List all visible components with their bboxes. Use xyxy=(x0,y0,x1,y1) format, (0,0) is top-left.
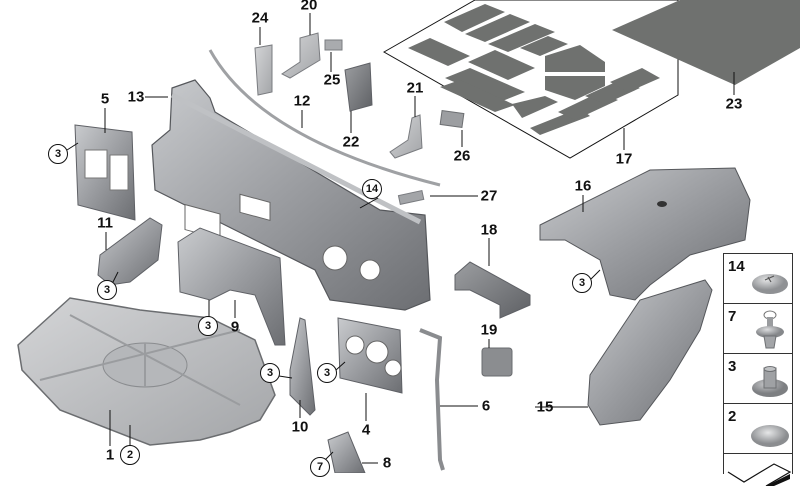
callout-4[interactable]: 4 xyxy=(361,421,371,439)
callout-18[interactable]: 18 xyxy=(480,221,498,239)
callout-13[interactable]: 13 xyxy=(127,88,145,106)
part-12-seal-strip xyxy=(208,49,441,187)
dome-plug-icon xyxy=(751,425,789,447)
callout-5[interactable]: 5 xyxy=(100,90,110,108)
push-rivet-clip-icon xyxy=(756,310,784,349)
callout-12[interactable]: 12 xyxy=(293,92,311,110)
callout-15[interactable]: 15 xyxy=(536,398,554,416)
part-24-block xyxy=(254,44,273,96)
callout-20[interactable]: 20 xyxy=(300,0,318,14)
part-5-side-panel xyxy=(74,124,136,221)
circled-callout-2[interactable]: 2 xyxy=(120,445,140,465)
part-8-bracket xyxy=(327,431,366,473)
part-19-pad xyxy=(481,347,513,377)
circled-callout-3[interactable]: 3 xyxy=(48,144,68,164)
part-18-cover xyxy=(454,261,531,319)
callout-10[interactable]: 10 xyxy=(291,418,309,436)
part-26-pad xyxy=(439,109,465,129)
legend-number: 7 xyxy=(728,308,737,325)
part-16-tunnel-shield xyxy=(539,167,751,301)
circled-callout-3[interactable]: 3 xyxy=(572,273,592,293)
callout-19[interactable]: 19 xyxy=(480,321,498,339)
part-23-insulation-mat xyxy=(612,0,800,85)
callout-8[interactable]: 8 xyxy=(382,454,392,472)
legend-item-mat[interactable] xyxy=(724,454,792,503)
flat-head-clip-icon xyxy=(752,274,788,294)
legend-number: 14 xyxy=(728,258,745,275)
callout-22[interactable]: 22 xyxy=(342,133,360,151)
flange-nut-icon xyxy=(752,366,788,397)
callout-9[interactable]: 9 xyxy=(230,318,240,336)
callout-1[interactable]: 1 xyxy=(105,446,115,464)
part-22-block xyxy=(344,62,373,112)
legend-item-3[interactable]: 3 xyxy=(724,354,792,404)
circled-callout-14[interactable]: 14 xyxy=(362,179,382,199)
circled-callout-7[interactable]: 7 xyxy=(310,457,330,477)
circled-callout-3[interactable]: 3 xyxy=(260,363,280,383)
part-9-wheel-arch-panel xyxy=(177,227,286,346)
insulation-mat-icon xyxy=(727,463,792,486)
legend-number: 2 xyxy=(728,408,737,425)
callout-26[interactable]: 26 xyxy=(453,147,471,165)
legend-item-14[interactable]: 14 xyxy=(724,254,792,304)
circled-callout-3[interactable]: 3 xyxy=(97,280,117,300)
part-15-heat-shield xyxy=(587,279,713,426)
part-10-panel xyxy=(289,317,316,416)
part-4-plate xyxy=(337,317,403,394)
part-17-insulation-mat-kit xyxy=(382,0,679,159)
fastener-legend: 14 7 3 2 xyxy=(723,253,793,486)
callout-17[interactable]: 17 xyxy=(615,150,633,168)
callout-23[interactable]: 23 xyxy=(725,95,743,113)
callout-24[interactable]: 24 xyxy=(251,9,269,27)
part-11-bracket xyxy=(97,217,163,286)
callout-11[interactable]: 11 xyxy=(97,214,113,232)
legend-item-7[interactable]: 7 xyxy=(724,304,792,354)
legend-number: 3 xyxy=(728,358,737,375)
part-6-strip xyxy=(419,328,445,471)
callout-21[interactable]: 21 xyxy=(406,79,424,97)
part-13-bulkhead xyxy=(151,79,431,311)
part-20-bracket xyxy=(281,32,321,79)
part-25-pad xyxy=(324,39,343,51)
callout-6[interactable]: 6 xyxy=(481,397,491,415)
part-21-bracket xyxy=(389,114,423,159)
parts-diagram xyxy=(17,0,800,473)
callout-25[interactable]: 25 xyxy=(323,71,341,89)
callout-27[interactable]: 27 xyxy=(480,187,498,205)
part-27-pad xyxy=(397,189,425,205)
callout-16[interactable]: 16 xyxy=(574,177,592,195)
circled-callout-3[interactable]: 3 xyxy=(317,363,337,383)
legend-item-2[interactable]: 2 xyxy=(724,404,792,454)
circled-callout-3[interactable]: 3 xyxy=(198,316,218,336)
